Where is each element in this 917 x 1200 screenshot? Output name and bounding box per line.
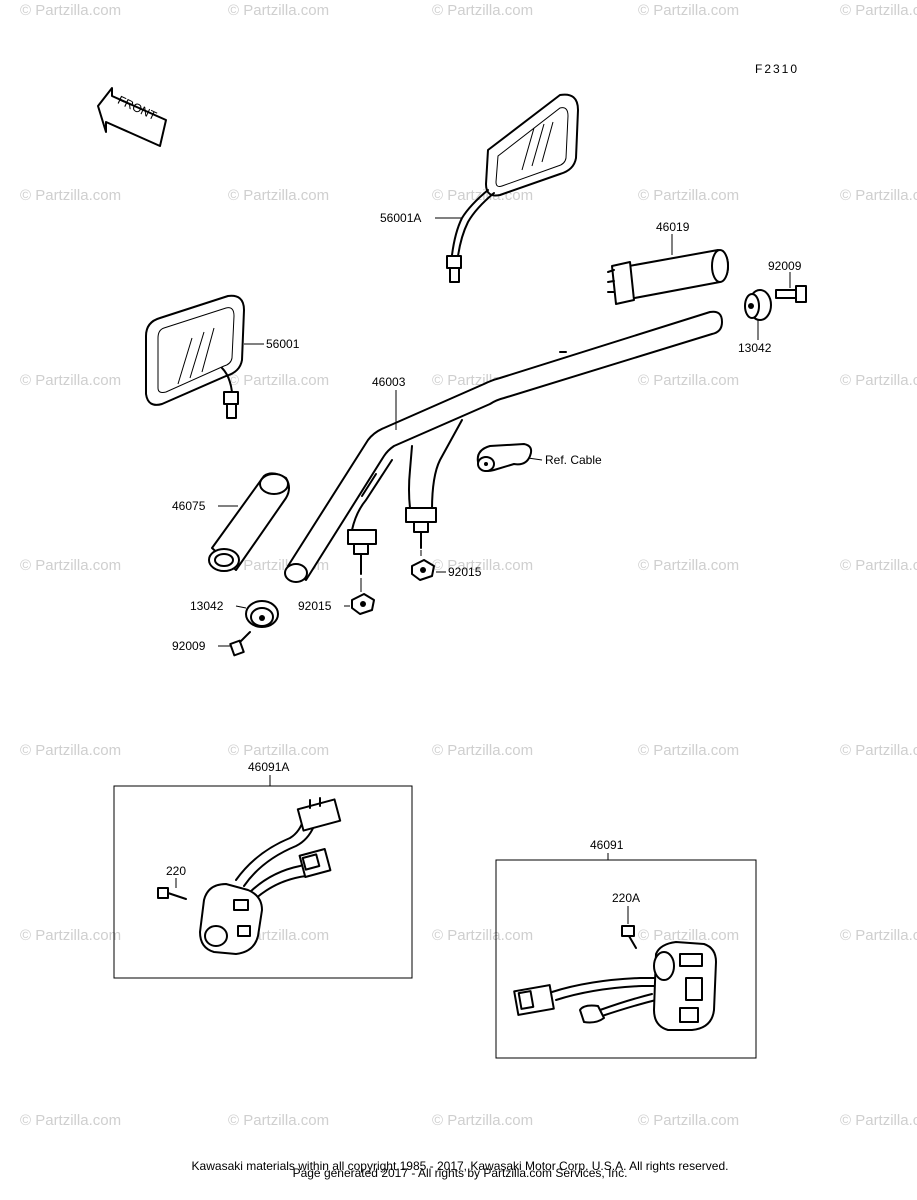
switch-assembly-46091a: [199, 797, 342, 955]
label-ref-cable: Ref. Cable: [545, 453, 602, 467]
watermark: © Partzilla.com: [638, 1112, 739, 1129]
watermark: © Partzilla.com: [840, 187, 917, 204]
label-46091a: 46091A: [248, 760, 289, 774]
label-46091: 46091: [590, 838, 624, 852]
screw-220a: [621, 925, 637, 949]
label-92009-right: 92009: [768, 259, 802, 273]
watermark: © Partzilla.com: [840, 2, 917, 19]
watermark: © Partzilla.com: [638, 372, 739, 389]
grip-46075: [208, 472, 290, 572]
weight-13042-right: [744, 289, 772, 321]
watermark: © Partzilla.com: [20, 557, 121, 574]
watermark: © Partzilla.com: [20, 2, 121, 19]
watermark: © Partzilla.com: [432, 1112, 533, 1129]
box-46091a: [113, 785, 413, 979]
throttle-grip-46019: [607, 249, 729, 305]
watermark: © Partzilla.com: [228, 742, 329, 759]
nut-92015-left: [351, 593, 375, 615]
watermark: © Partzilla.com: [840, 742, 917, 759]
bolt-92009-right: [775, 285, 807, 303]
screw-220: [157, 887, 187, 900]
footer-copyright: Kawasaki materials within all copyright …: [192, 1159, 729, 1173]
label-13042-right: 13042: [738, 341, 772, 355]
watermark: © Partzilla.com: [20, 187, 121, 204]
watermark: © Partzilla.com: [638, 742, 739, 759]
label-46019: 46019: [656, 220, 690, 234]
front-arrow-icon: FRONT: [97, 87, 167, 147]
watermark: © Partzilla.com: [432, 2, 533, 19]
label-56001a: 56001A: [380, 211, 421, 225]
watermark: © Partzilla.com: [840, 1112, 917, 1129]
label-92015-right: 92015: [448, 565, 482, 579]
watermark: © Partzilla.com: [228, 2, 329, 19]
watermark: © Partzilla.com: [20, 742, 121, 759]
footer-generated: Page generated 2017 - All rights by Part…: [293, 1166, 628, 1180]
watermark: © Partzilla.com: [638, 557, 739, 574]
watermark: © Partzilla.com: [228, 1112, 329, 1129]
label-92009-left: 92009: [172, 639, 206, 653]
watermark: © Partzilla.com: [20, 372, 121, 389]
bolt-92009-left: [229, 631, 251, 657]
nut-92015-right: [411, 559, 435, 581]
diagram-code: F2310: [755, 62, 799, 76]
watermark: © Partzilla.com: [432, 557, 533, 574]
watermark: © Partzilla.com: [638, 927, 739, 944]
watermark: © Partzilla.com: [432, 927, 533, 944]
switch-assembly-46091: [513, 941, 717, 1031]
mirror-56001: [145, 294, 245, 419]
label-46075: 46075: [172, 499, 206, 513]
watermark: © Partzilla.com: [20, 927, 121, 944]
watermark: © Partzilla.com: [228, 187, 329, 204]
label-56001: 56001: [266, 337, 300, 351]
watermark: © Partzilla.com: [432, 742, 533, 759]
watermark: © Partzilla.com: [228, 372, 329, 389]
label-13042-left: 13042: [190, 599, 224, 613]
box-46091: [495, 859, 757, 1059]
watermark: © Partzilla.com: [840, 927, 917, 944]
watermark: © Partzilla.com: [638, 2, 739, 19]
cable-clamp: [476, 443, 533, 472]
label-220a: 220A: [612, 891, 640, 905]
label-46003: 46003: [372, 375, 406, 389]
label-220: 220: [166, 864, 186, 878]
handlebar-46003: [284, 310, 723, 583]
watermark: © Partzilla.com: [840, 372, 917, 389]
label-92015-left: 92015: [298, 599, 332, 613]
watermark: © Partzilla.com: [20, 1112, 121, 1129]
weight-13042-left: [245, 600, 279, 628]
watermark: © Partzilla.com: [840, 557, 917, 574]
watermark: © Partzilla.com: [638, 187, 739, 204]
